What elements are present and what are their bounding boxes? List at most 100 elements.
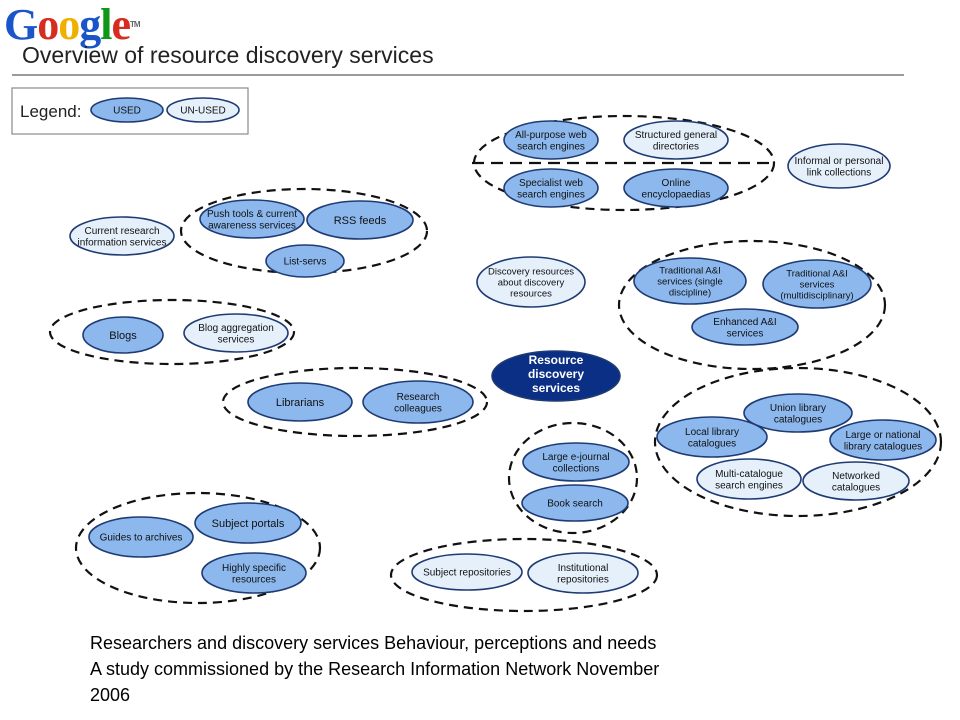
node-label: information services	[78, 237, 167, 248]
legend-label: Legend:	[20, 102, 81, 121]
node-label: Book search	[547, 499, 603, 510]
node-multi-cat	[696, 458, 802, 500]
caption-line-3: 2006	[90, 685, 131, 705]
center-label: discovery	[528, 367, 584, 381]
node-label: search engines	[517, 189, 585, 200]
node-institutional	[527, 552, 639, 594]
caption-line-1: Researchers and discovery services Behav…	[90, 633, 657, 653]
logo-letter: l	[100, 0, 112, 49]
node-label: services (single	[657, 276, 722, 287]
logo-letter: o	[37, 0, 59, 49]
node-trad-multi	[762, 259, 872, 309]
node-label: USED	[113, 106, 141, 117]
node-label: colleagues	[394, 403, 442, 414]
node-label: Structured general	[635, 130, 717, 141]
node-label: discipline)	[669, 287, 711, 298]
node-label: Guides to archives	[100, 533, 183, 544]
node-legend-used	[90, 97, 164, 123]
node-label: Networked	[832, 471, 880, 482]
node-label: UN-USED	[180, 106, 226, 117]
node-label: about discovery	[498, 277, 565, 288]
node-guides	[88, 516, 194, 558]
node-label: Union library	[770, 403, 826, 414]
logo-letter: e	[111, 0, 131, 49]
node-discovery-res	[476, 256, 586, 308]
caption-line-2: A study commissioned by the Research Inf…	[90, 659, 660, 679]
node-label: services	[727, 328, 764, 339]
center-label: Resource	[529, 353, 584, 367]
node-colleagues	[362, 380, 474, 424]
node-blogs	[82, 316, 164, 354]
group-repositories	[389, 537, 659, 613]
node-label: catalogues	[688, 438, 736, 449]
node-book-search	[521, 484, 629, 522]
logo-letter: G	[4, 0, 38, 49]
node-trad-single	[633, 257, 747, 305]
node-label: directories	[653, 141, 699, 152]
node-label: Current research	[84, 226, 159, 237]
group-a-and-i	[617, 239, 887, 371]
node-blog-agg	[183, 313, 289, 353]
node-push-tools	[199, 199, 305, 239]
node-label: Enhanced A&I	[713, 317, 776, 328]
node-label: (multidisciplinary)	[780, 290, 853, 301]
node-union	[743, 393, 853, 433]
node-current-research	[69, 216, 175, 256]
node-label: Institutional	[558, 563, 609, 574]
node-label: Traditional A&I	[786, 268, 847, 279]
node-center	[491, 350, 621, 402]
logo-letter: o	[58, 0, 80, 49]
node-label: Large e-journal	[542, 452, 609, 463]
node-label: Research	[397, 392, 440, 403]
node-label: RSS feeds	[334, 215, 387, 227]
node-label: repositories	[557, 574, 609, 585]
node-label: Librarians	[276, 397, 325, 409]
node-label: All-purpose web	[515, 130, 587, 141]
logo-letter: g	[79, 0, 101, 49]
center-label: services	[532, 381, 580, 395]
node-label: search engines	[517, 141, 585, 152]
node-label: resources	[510, 288, 552, 299]
node-specialist	[503, 168, 599, 208]
node-label: Multi-catalogue	[715, 469, 783, 480]
node-highly-specific	[201, 552, 307, 594]
node-enhanced	[691, 308, 799, 346]
caption: Researchers and discovery services Behav…	[90, 630, 870, 708]
group-library-catalogues	[653, 366, 943, 518]
node-structured	[623, 120, 729, 160]
node-label: Subject portals	[212, 518, 285, 530]
node-label: Push tools & current	[207, 209, 297, 220]
trademark-mark: TM	[130, 20, 141, 29]
node-online-encyc	[623, 168, 729, 208]
node-rss	[306, 200, 414, 240]
title-divider	[12, 74, 904, 76]
node-label: services	[218, 334, 255, 345]
node-label: Blogs	[109, 330, 137, 342]
node-list-servs	[265, 244, 345, 278]
node-label: Local library	[685, 427, 739, 438]
node-label: collections	[553, 463, 600, 474]
node-label: Traditional A&I	[659, 265, 720, 276]
node-label: link collections	[807, 167, 871, 178]
node-label: Discovery resources	[488, 266, 574, 277]
node-local-lib	[656, 416, 768, 458]
group-blogs	[48, 298, 296, 366]
node-subject-repos	[411, 553, 523, 591]
node-label: resources	[232, 574, 276, 585]
node-subject-portals	[194, 502, 302, 544]
node-label: library catalogues	[844, 441, 922, 452]
google-logo: GoogleTM	[4, 0, 141, 50]
node-label: Informal or personal	[795, 156, 884, 167]
node-ejournal	[522, 442, 630, 482]
node-legend-unused	[166, 97, 240, 123]
node-label: List-servs	[284, 257, 327, 268]
node-label: Specialist web	[519, 178, 583, 189]
node-label: Large or national	[845, 430, 920, 441]
node-label: search engines	[715, 480, 783, 491]
node-national	[829, 419, 937, 461]
node-librarians	[247, 382, 353, 422]
group-people	[221, 366, 489, 438]
node-label: encyclopaedias	[642, 189, 711, 200]
node-label: services	[800, 279, 835, 290]
